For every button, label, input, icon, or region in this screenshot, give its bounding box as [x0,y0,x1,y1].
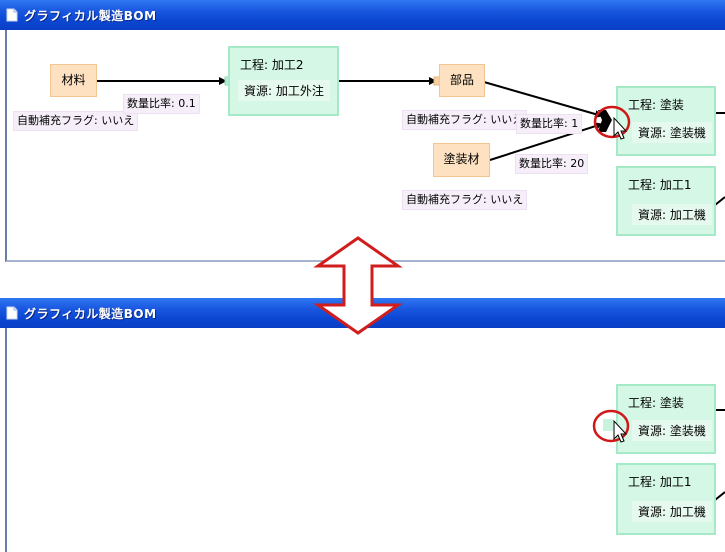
material-node-part[interactable]: 部品 [439,64,485,97]
top-diagram: 材料 部品 塗装材 工程: 加工2 資源: 加工外注 工程: 塗装 資源: 塗装… [0,0,725,262]
material-node-material[interactable]: 材料 [50,64,97,97]
document-icon [6,8,18,22]
bom-canvas-area[interactable] [5,30,725,262]
process-node-machining1[interactable]: 工程: 加工1 資源: 加工機 [616,166,716,236]
process-label: 工程: 加工1 [628,178,692,192]
connector-paint-material-to-painting[interactable] [489,122,603,161]
process-label: 工程: 加工2 [240,58,304,72]
auto-replenish-flag-label[interactable]: 自動補充フラグ: いいえ [402,190,528,210]
title-bar[interactable]: グラフィカル製造BOM [0,0,725,30]
resource-label: 資源: 加工機 [632,501,712,522]
process-node-painting[interactable]: 工程: 塗装 資源: 塗装機 [616,86,716,156]
resource-label: 資源: 塗装機 [632,122,712,143]
quantity-ratio-label[interactable]: 数量比率: 1 [516,114,583,134]
process-label: 工程: 塗装 [628,396,684,410]
material-node-paint-material[interactable]: 塗装材 [433,143,490,177]
process-label: 工程: 塗装 [628,98,684,112]
window-title: グラフィカル製造BOM [24,307,157,321]
document-icon [6,306,18,320]
resource-label: 資源: 加工機 [632,204,712,225]
auto-replenish-flag-label[interactable]: 自動補充フラグ: いいえ [402,110,528,130]
material-name: 部品 [449,73,474,87]
connector-process1-out[interactable] [714,196,725,206]
process-node-painting[interactable]: 工程: 塗装 資源: 塗装機 [616,384,716,454]
quantity-ratio-label[interactable]: 数量比率: 20 [515,154,589,174]
material-name: 材料 [61,73,86,87]
connector-process1-out[interactable] [714,491,725,501]
material-name: 塗装材 [443,152,480,166]
process-node-machining2[interactable]: 工程: 加工2 資源: 加工外注 [228,46,339,116]
window-title: グラフィカル製造BOM [24,9,157,23]
process-label: 工程: 加工1 [628,475,692,489]
quantity-ratio-label[interactable]: 数量比率: 0.1 [123,94,200,114]
resource-label: 資源: 塗装機 [632,420,712,441]
auto-replenish-flag-label[interactable]: 自動補充フラグ: いいえ [13,111,139,131]
connector-part-to-painting[interactable] [483,81,603,118]
resource-label: 資源: 加工外注 [238,80,330,101]
process-node-machining1[interactable]: 工程: 加工1 資源: 加工機 [616,463,716,535]
